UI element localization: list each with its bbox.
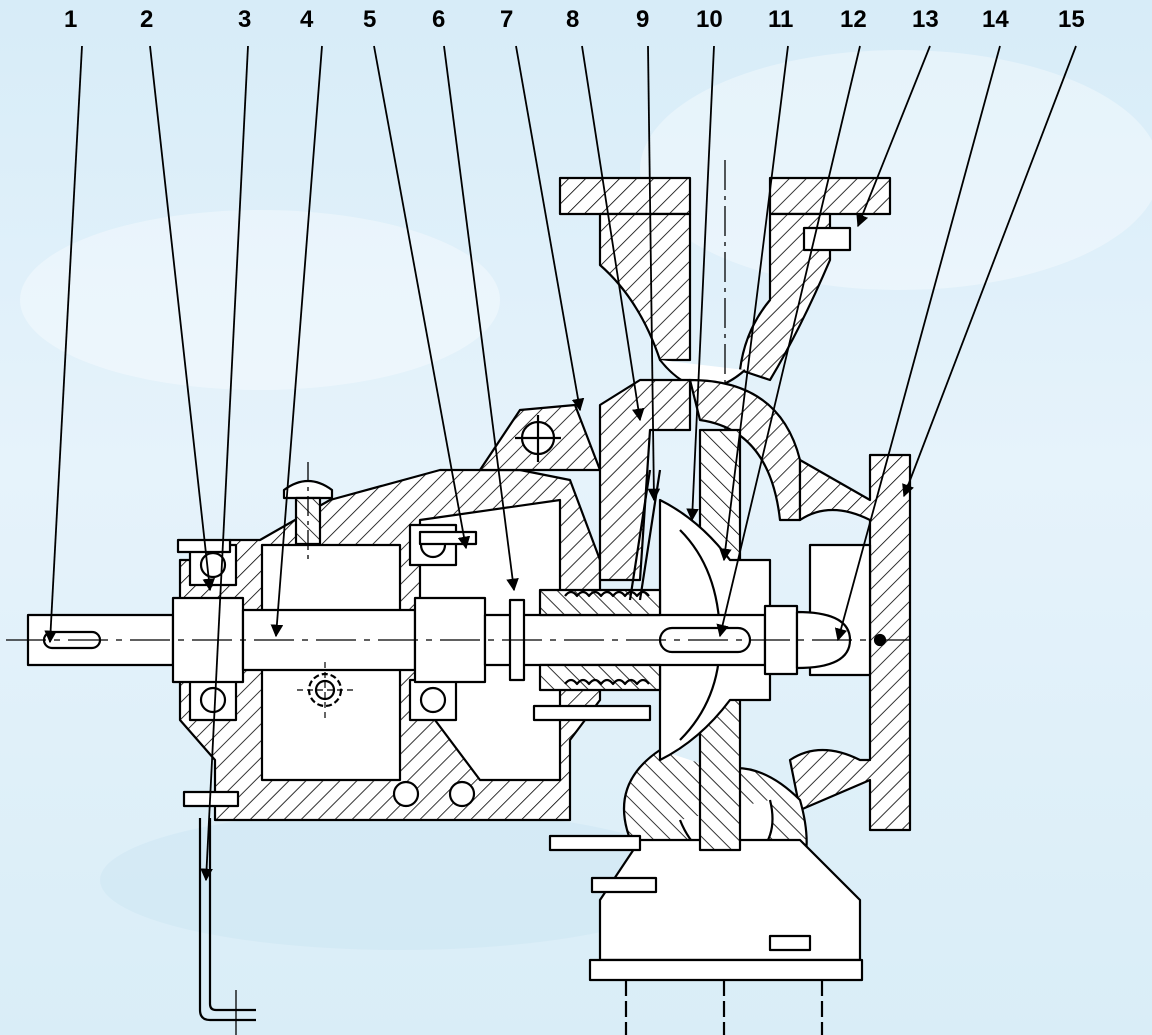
callout-label-4: 4: [300, 6, 314, 33]
callout-label-2: 2: [140, 6, 154, 33]
leader-line-4: [270, 45, 323, 638]
leader-line-11: [719, 45, 789, 562]
leader-line-8: [581, 45, 645, 422]
callout-label-5: 5: [363, 6, 377, 33]
bolts: [176, 226, 852, 952]
oil-sight-glass: [297, 662, 353, 718]
callout-label-10: 10: [696, 6, 723, 33]
callout-label-14: 14: [982, 6, 1009, 33]
leader-line-14: [834, 45, 1001, 642]
shaft-seal: [538, 469, 662, 692]
leader-line-3: [200, 45, 249, 882]
callout-label-7: 7: [500, 6, 514, 33]
support-foot: [588, 838, 864, 1035]
leader-line-1: [44, 45, 83, 644]
callout-label-12: 12: [840, 6, 867, 33]
callout-label-9: 9: [636, 6, 650, 33]
callout-label-1: 1: [64, 6, 78, 33]
leader-line-5: [373, 45, 471, 550]
callout-label-6: 6: [432, 6, 446, 33]
support-leg: [198, 818, 256, 1035]
callout-label-11: 11: [768, 6, 794, 33]
callout-label-8: 8: [566, 6, 580, 33]
callout-label-3: 3: [238, 6, 252, 33]
leader-line-6: [443, 45, 519, 592]
leader-line-7: [515, 45, 585, 412]
leader-line-2: [149, 45, 216, 592]
leader-line-12: [716, 45, 861, 638]
leader-line-10: [686, 45, 715, 522]
callout-label-15: 15: [1058, 6, 1085, 33]
leader-line-15: [902, 45, 1077, 498]
callout-label-13: 13: [912, 6, 939, 33]
leader-line-9: [647, 45, 661, 502]
leader-line-13: [856, 45, 931, 228]
pump-shaft: [6, 596, 910, 684]
oil-filler-plug: [282, 462, 334, 560]
